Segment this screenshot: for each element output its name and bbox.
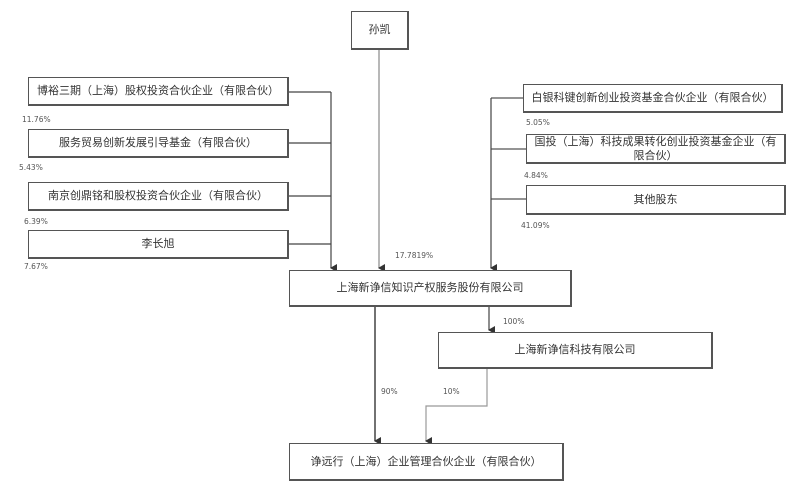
node-label: 其他股东 bbox=[633, 192, 678, 206]
share-label: 4.84% bbox=[524, 171, 548, 180]
node-label: 孙凯 bbox=[368, 23, 391, 36]
node-label: 白银科键创新创业投资基金合伙企业（有限合伙） bbox=[531, 91, 774, 104]
share-label: 6.39% bbox=[24, 217, 48, 226]
node-left-shareholder: 博裕三期（上海）股权投资合伙企业（有限合伙） bbox=[28, 77, 289, 106]
node-label: 服务贸易创新发展引导基金（有限合伙） bbox=[59, 136, 257, 149]
node-right-shareholder: 国投（上海）科技成果转化创业投资基金企业（有限合伙） bbox=[526, 134, 786, 164]
node-label: 诤远行（上海）企业管理合伙企业（有限合伙） bbox=[310, 454, 542, 468]
node-right-shareholder: 其他股东 bbox=[526, 185, 786, 215]
share-label: 5.43% bbox=[19, 163, 43, 172]
share-label: 5.05% bbox=[526, 118, 550, 127]
share-label: 11.76% bbox=[22, 115, 51, 124]
share-label: 7.67% bbox=[24, 262, 48, 271]
connector-subsidiary-target bbox=[425, 368, 488, 445]
node-label: 李长旭 bbox=[141, 237, 175, 250]
share-label-company-target: 90% bbox=[381, 387, 398, 396]
node-label: 上海新诤信知识产权服务股份有限公司 bbox=[336, 281, 524, 294]
share-label: 41.09% bbox=[521, 221, 550, 230]
node-target: 诤远行（上海）企业管理合伙企业（有限合伙） bbox=[289, 443, 564, 481]
node-label: 国投（上海）科技成果转化创业投资基金企业（有限合伙） bbox=[534, 134, 777, 162]
node-label: 博裕三期（上海）股权投资合伙企业（有限合伙） bbox=[37, 84, 279, 97]
node-subsidiary: 上海新诤信科技有限公司 bbox=[438, 332, 713, 369]
node-label: 上海新诤信科技有限公司 bbox=[514, 343, 636, 356]
node-left-shareholder: 南京创鼎铭和股权投资合伙企业（有限合伙） bbox=[28, 182, 289, 211]
share-label-top: 17.7819% bbox=[395, 251, 434, 260]
share-label-subsidiary: 100% bbox=[503, 317, 525, 326]
node-company: 上海新诤信知识产权服务股份有限公司 bbox=[289, 270, 572, 307]
share-label-subsidiary-target: 10% bbox=[443, 387, 460, 396]
node-left-shareholder: 李长旭 bbox=[28, 230, 289, 259]
node-left-shareholder: 服务贸易创新发展引导基金（有限合伙） bbox=[28, 129, 289, 158]
node-top-shareholder: 孙凯 bbox=[351, 11, 409, 50]
node-right-shareholder: 白银科键创新创业投资基金合伙企业（有限合伙） bbox=[523, 84, 783, 113]
node-label: 南京创鼎铭和股权投资合伙企业（有限合伙） bbox=[48, 189, 268, 202]
